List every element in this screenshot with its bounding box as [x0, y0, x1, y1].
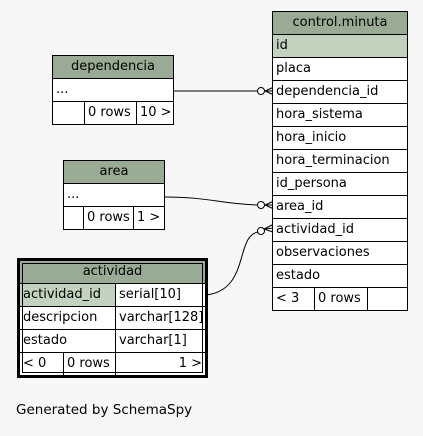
children-count: 1 > [178, 356, 202, 371]
table-dependencia[interactable]: dependencia ... 0 rows 10 > [52, 55, 174, 125]
column-name: observaciones [276, 245, 370, 260]
table-row: hora_terminacion [273, 150, 407, 173]
parents-count: < 3 [273, 288, 315, 310]
table-footer: 0 rows 10 > [53, 102, 173, 124]
column-name: hora_sistema [276, 107, 363, 122]
table-actividad[interactable]: actividad actividad_id serial[10] descri… [17, 258, 208, 378]
column-type: serial[10] [119, 287, 181, 302]
column-name: id_persona [276, 176, 347, 191]
children-count: 10 > [140, 105, 172, 120]
parents-cell [64, 207, 84, 229]
table-row: descripcion varchar[128] [20, 307, 205, 330]
table-row: area_id [273, 196, 407, 219]
table-row: id_persona [273, 173, 407, 196]
edge-area-minuta [163, 196, 259, 206]
table-row: hora_sistema [273, 104, 407, 127]
table-title[interactable]: control.minuta [273, 12, 407, 35]
column-type: varchar[128] [119, 310, 204, 325]
rows-count: 0 rows [84, 207, 134, 229]
table-title[interactable]: dependencia [53, 56, 173, 79]
table-row: observaciones [273, 242, 407, 265]
column-name: id [273, 35, 407, 57]
table-row: dependencia_id [273, 81, 407, 104]
column-name: estado [276, 268, 321, 283]
rows-count: 0 rows [64, 353, 116, 375]
table-row: estado [273, 265, 407, 288]
column-name: hora_terminacion [276, 153, 390, 168]
edge-area-circle [257, 201, 265, 209]
table-row: ... [53, 79, 173, 102]
parents-count: < 0 [20, 353, 64, 375]
footer-credit: Generated by SchemaSpy [16, 402, 193, 418]
column-name: descripcion [20, 307, 116, 329]
column-name: actividad_id [276, 222, 354, 237]
table-title[interactable]: actividad [20, 261, 205, 284]
ellipsis-cell: ... [56, 82, 69, 97]
column-name: estado [20, 330, 116, 352]
table-minuta[interactable]: control.minuta id placa dependencia_id h… [272, 11, 408, 311]
edge-dependencia-circle [257, 87, 265, 95]
column-name: hora_inicio [276, 130, 347, 145]
children-cell [368, 288, 407, 310]
table-row: hora_inicio [273, 127, 407, 150]
table-area[interactable]: area ... 0 rows 1 > [63, 160, 165, 230]
table-row: actividad_id [273, 219, 407, 242]
table-footer: < 0 0 rows 1 > [20, 353, 205, 375]
column-type: varchar[1] [119, 333, 187, 348]
children-count: 1 > [137, 210, 161, 225]
column-name: area_id [276, 199, 324, 214]
column-name: actividad_id [20, 284, 116, 306]
table-row: id [273, 35, 407, 58]
table-footer: 0 rows 1 > [64, 207, 164, 229]
table-row: estado varchar[1] [20, 330, 205, 353]
table-row: ... [64, 184, 164, 207]
table-footer: < 3 0 rows [273, 288, 407, 310]
rows-count: 0 rows [315, 288, 368, 310]
table-title[interactable]: area [64, 161, 164, 184]
table-row: placa [273, 58, 407, 81]
edge-actividad-minuta [205, 231, 259, 296]
rows-count: 0 rows [85, 102, 137, 124]
column-name: placa [276, 61, 311, 76]
ellipsis-cell: ... [67, 187, 80, 202]
parents-cell [53, 102, 85, 124]
table-row: actividad_id serial[10] [20, 284, 205, 307]
edge-actividad-circle [257, 227, 265, 235]
column-name: dependencia_id [276, 84, 379, 99]
